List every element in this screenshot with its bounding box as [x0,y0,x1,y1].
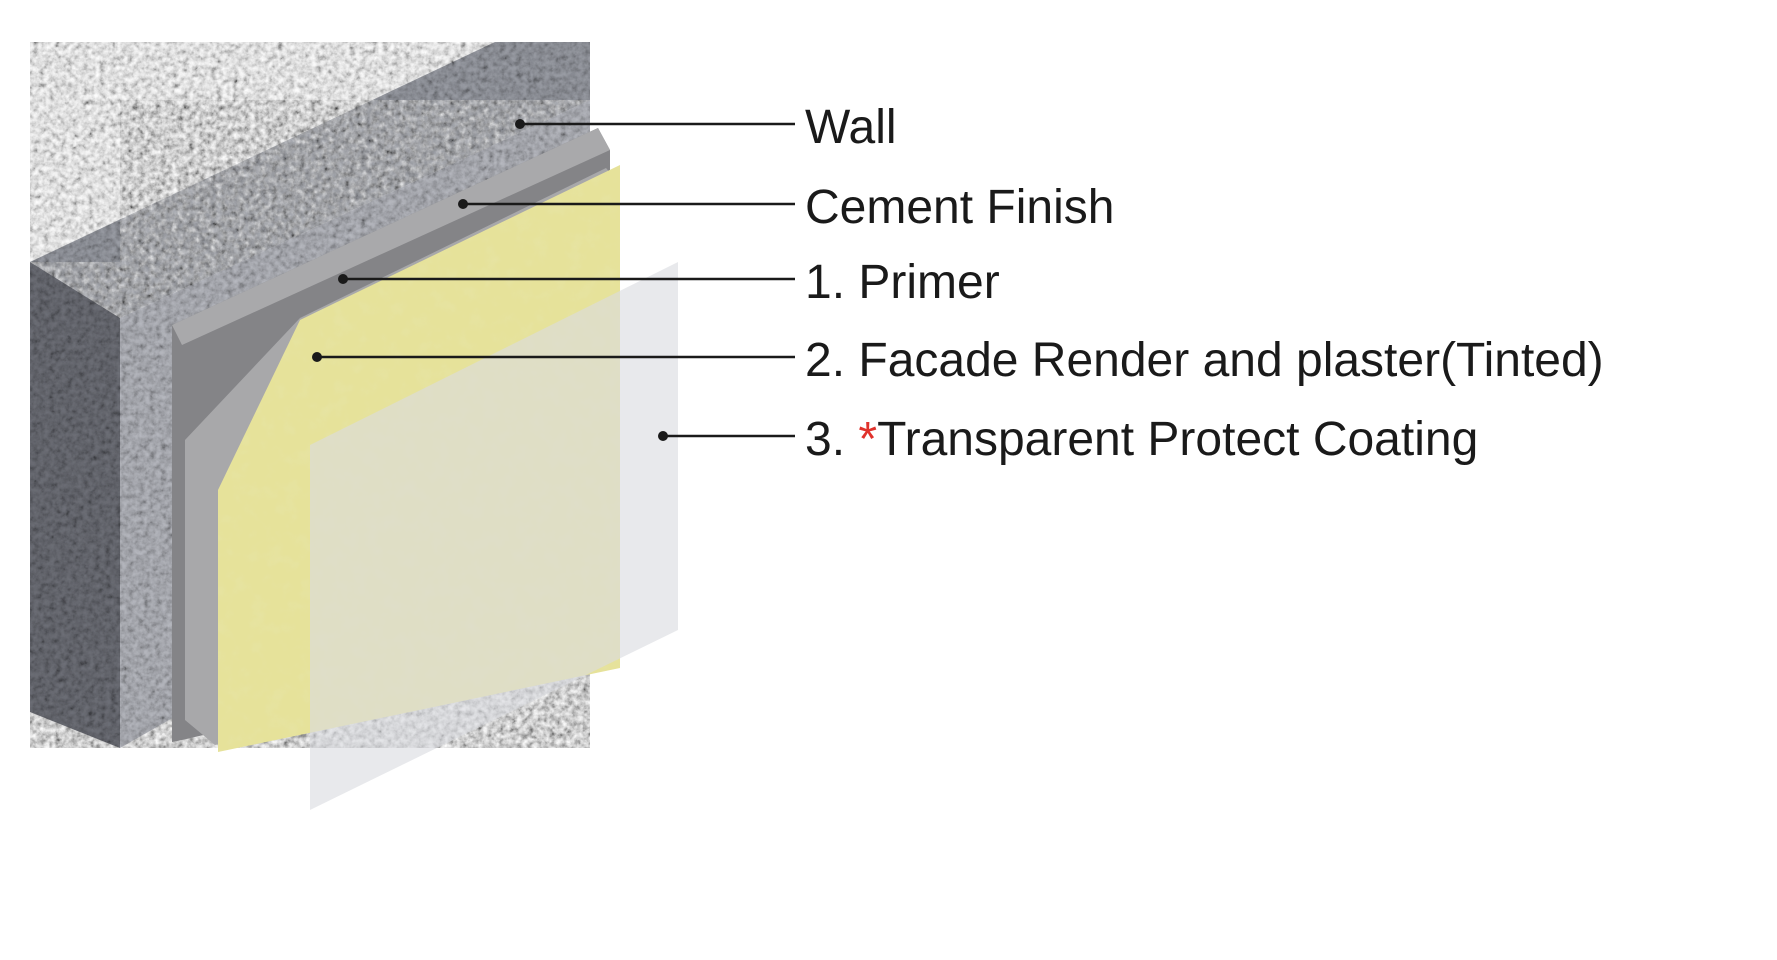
label-coating: 3. *Transparent Protect Coating [805,416,1478,464]
leader-dot-coating [658,431,668,441]
label-coating-number: 3. [805,413,859,466]
label-cement-finish: Cement Finish [805,181,1115,234]
wall-left-face [30,262,120,748]
cement-finish-edge [172,128,610,345]
leader-dot-wall [515,119,525,129]
leader-dot-cement-finish [458,199,468,209]
coating-sheet [310,262,678,810]
leader-dot-primer [338,274,348,284]
label-coating-text: Transparent Protect Coating [877,413,1479,466]
leader-lines [312,119,795,441]
coating-layer [310,262,678,810]
label-coating-asterisk: * [858,413,878,466]
wall-front-face [30,42,590,748]
label-wall: Wall [805,101,897,154]
label-render: 2. Facade Render and plaster(Tinted) [805,334,1604,387]
label-primer: 1. Primer [805,256,1000,309]
leader-dot-render [312,352,322,362]
